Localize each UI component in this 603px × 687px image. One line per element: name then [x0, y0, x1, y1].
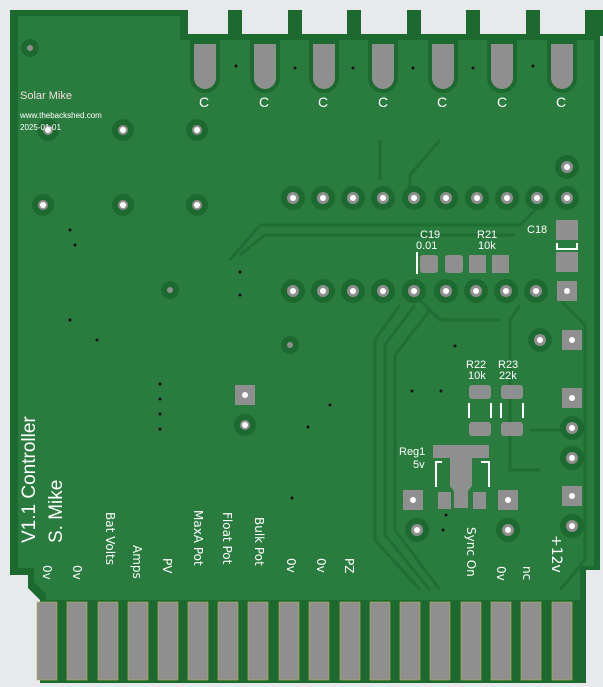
r22-value: 10k [468, 370, 486, 382]
edge-label: +12v [548, 535, 564, 573]
edge-label: 0v [494, 566, 508, 581]
r23-value: 22k [499, 370, 517, 382]
top-pad-label: C [497, 94, 508, 110]
c19-ref: C19 [420, 229, 441, 241]
edge-label: PZ [342, 558, 356, 574]
edge-label: 0v [284, 558, 298, 573]
c19-value: 0.01 [416, 240, 438, 252]
edge-label: 0v [70, 565, 84, 580]
r21-ref: R21 [477, 229, 498, 241]
edge-label: nc [520, 566, 534, 581]
edge-label: Bat Volts [103, 512, 117, 566]
top-pad-label: C [556, 94, 567, 110]
edge-label: Bulk Pot [252, 517, 266, 566]
through-hole-pads [21, 39, 584, 542]
smd-pads [420, 220, 578, 509]
edge-label: 0v [40, 565, 54, 580]
r22-ref: R22 [466, 359, 487, 371]
edge-label: MaxA Pot [191, 510, 205, 566]
board-designer-label: S. Mike [46, 479, 67, 543]
edge-label: Amps [130, 545, 144, 579]
r21-value: 10k [478, 240, 496, 252]
edge-label: Sync On [464, 527, 478, 577]
author-label: Solar Mike [20, 90, 72, 102]
r23-ref: R23 [498, 359, 519, 371]
edge-connector-fingers [36, 601, 573, 681]
top-connector-pads [190, 40, 577, 93]
top-pad-label: C [437, 94, 448, 110]
edge-label: PV [160, 558, 174, 574]
board-version-label: V1.1 Controller [19, 416, 40, 543]
reg1-ref: Reg1 [399, 446, 426, 458]
reg1-value: 5v [413, 459, 425, 471]
c18-ref: C18 [527, 224, 548, 236]
edge-label: Float Pot [220, 512, 234, 565]
top-pad-label: C [199, 94, 210, 110]
website-label: www.thebackshed.com [20, 111, 102, 120]
edge-label: 0v [314, 558, 328, 573]
top-pad-label: C [378, 94, 389, 110]
top-pad-label: C [259, 94, 270, 110]
top-pad-label: C [318, 94, 329, 110]
date-label: 2025-01-01 [20, 123, 61, 132]
